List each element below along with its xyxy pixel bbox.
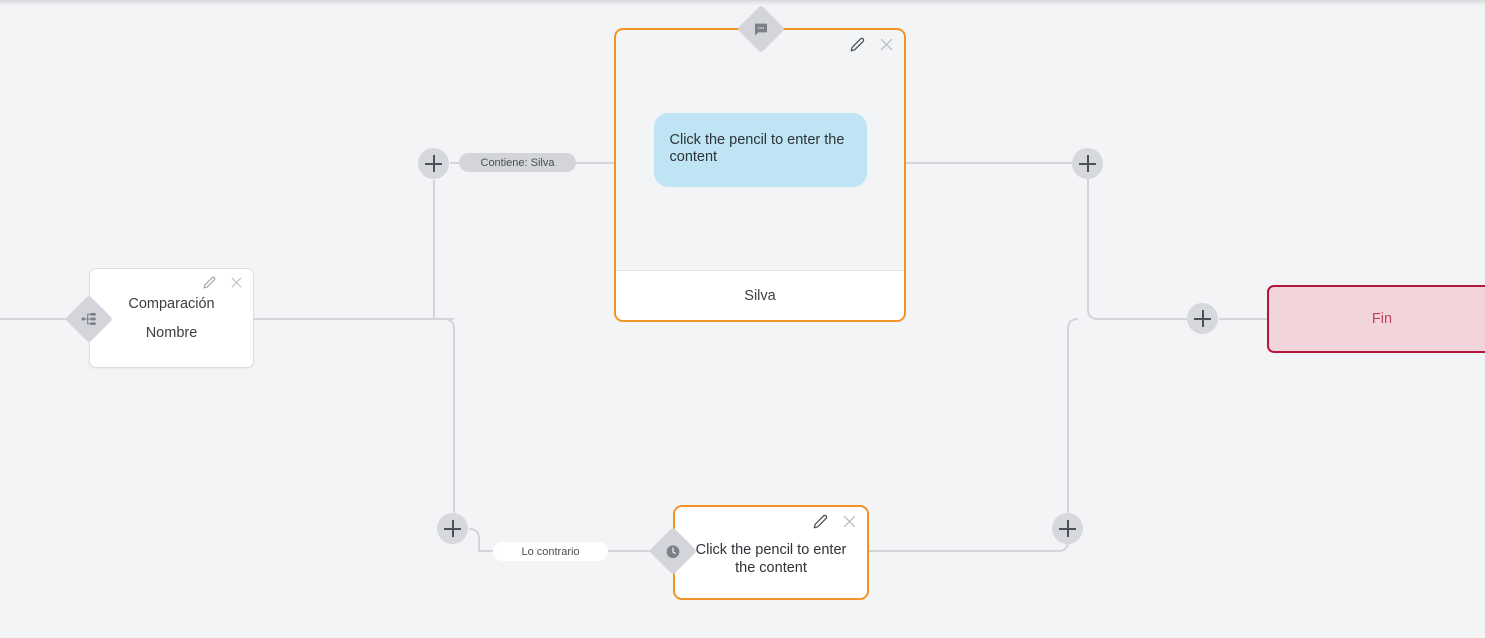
node-wait[interactable]: Click the pencil to enter the content: [673, 505, 869, 600]
node-comparison-actions: [203, 276, 243, 289]
node-comparison-body: Comparación Nombre: [90, 269, 253, 367]
edge-wait-up-to-merge: [1067, 318, 1079, 513]
edge-label-branch-true[interactable]: Contiene: Silva: [459, 153, 576, 172]
node-message-footer: Silva: [616, 270, 904, 320]
node-message[interactable]: Click the pencil to enter the content Si…: [614, 28, 906, 322]
node-message-content: Click the pencil to enter the content: [616, 30, 904, 270]
message-bubble[interactable]: Click the pencil to enter the content: [653, 113, 867, 187]
add-step-button-true-branch[interactable]: [418, 148, 449, 179]
edge-label-branch-false[interactable]: Lo contrario: [493, 542, 608, 561]
edge-comparison-out: [254, 318, 455, 330]
clock-icon-badge[interactable]: [648, 526, 698, 576]
add-step-button-false-branch[interactable]: [437, 513, 468, 544]
node-message-actions: [850, 37, 894, 52]
edge-false-to-wait: [468, 528, 673, 552]
message-bubble-icon: [753, 21, 769, 37]
edge-wait-to-plus: [869, 540, 1069, 552]
pencil-icon[interactable]: [850, 37, 865, 52]
node-comparison-subtitle: Nombre: [145, 324, 198, 341]
sitemap-icon: [81, 311, 97, 327]
edge-trunk-up-stub: [433, 180, 455, 320]
top-shadow-bar: [0, 0, 1485, 6]
node-comparison-title: Comparación: [128, 295, 215, 312]
sitemap-icon-badge[interactable]: [64, 294, 114, 344]
add-step-button-after-wait[interactable]: [1052, 513, 1083, 544]
node-end[interactable]: Fin: [1267, 285, 1485, 353]
message-bubble-icon-badge[interactable]: [736, 4, 786, 54]
node-wait-actions: [813, 514, 857, 529]
close-icon[interactable]: [842, 514, 857, 529]
close-icon[interactable]: [230, 276, 243, 289]
node-comparison[interactable]: Comparación Nombre: [64, 268, 254, 368]
pencil-icon[interactable]: [813, 514, 828, 529]
close-icon[interactable]: [879, 37, 894, 52]
node-end-label: Fin: [1371, 311, 1393, 327]
add-step-button-after-message[interactable]: [1072, 148, 1103, 179]
node-wait-text: Click the pencil to enter the content: [695, 542, 847, 576]
pencil-icon[interactable]: [203, 276, 216, 289]
clock-icon: [665, 543, 682, 560]
add-step-button-before-end[interactable]: [1187, 303, 1218, 334]
edge-message-down: [1087, 179, 1099, 320]
